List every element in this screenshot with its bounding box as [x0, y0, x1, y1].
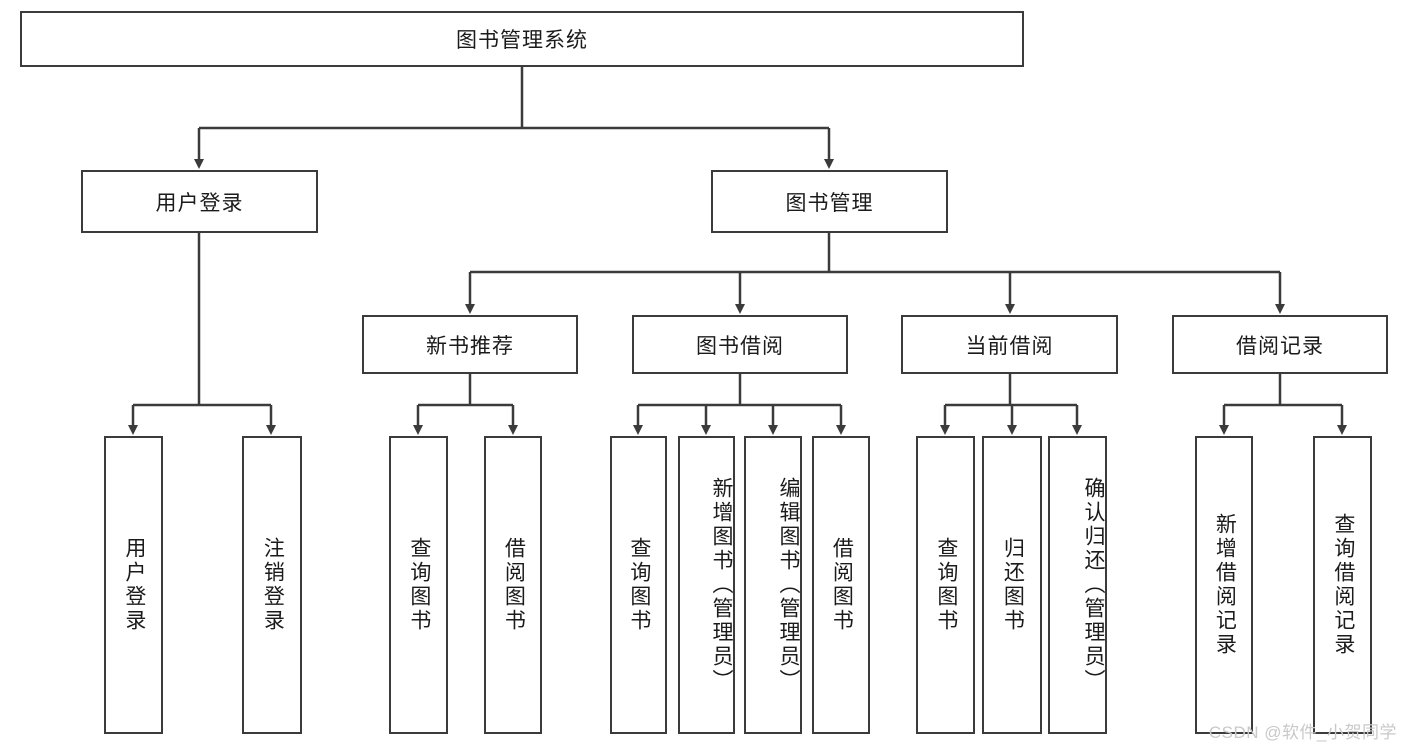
node-user-login[interactable]: 用户登录: [81, 170, 318, 233]
leaf-user-login-signout[interactable]: 注销登录: [242, 436, 302, 734]
leaf-record-add-borrow-record[interactable]: 新增借阅记录: [1195, 436, 1253, 734]
leaf-current-query-books[interactable]: 查询图书: [916, 436, 975, 734]
node-current-borrow[interactable]: 当前借阅: [901, 315, 1118, 374]
leaf-borrow-edit-book-admin[interactable]: 编辑图书（管理员）: [744, 436, 802, 734]
leaf-current-confirm-return-admin[interactable]: 确认归还（管理员）: [1048, 436, 1107, 734]
leaf-borrow-borrow-books[interactable]: 借阅图书: [812, 436, 870, 734]
leaf-record-query-borrow-record[interactable]: 查询借阅记录: [1313, 436, 1372, 734]
node-book-borrow[interactable]: 图书借阅: [632, 315, 848, 374]
node-new-book-recommend[interactable]: 新书推荐: [362, 315, 578, 374]
leaf-recommend-query-books[interactable]: 查询图书: [389, 436, 448, 734]
node-root-book-management-system[interactable]: 图书管理系统: [20, 11, 1024, 67]
watermark: CSDN @软件_小贺同学: [1208, 723, 1397, 742]
leaf-borrow-query-books[interactable]: 查询图书: [610, 436, 667, 734]
node-book-management[interactable]: 图书管理: [711, 170, 948, 233]
leaf-recommend-borrow-books[interactable]: 借阅图书: [484, 436, 542, 734]
leaf-borrow-add-book-admin[interactable]: 新增图书（管理员）: [678, 436, 735, 734]
leaf-user-login-signin[interactable]: 用户登录: [104, 436, 163, 734]
node-borrow-record[interactable]: 借阅记录: [1172, 315, 1388, 374]
leaf-current-return-books[interactable]: 归还图书: [982, 436, 1042, 734]
